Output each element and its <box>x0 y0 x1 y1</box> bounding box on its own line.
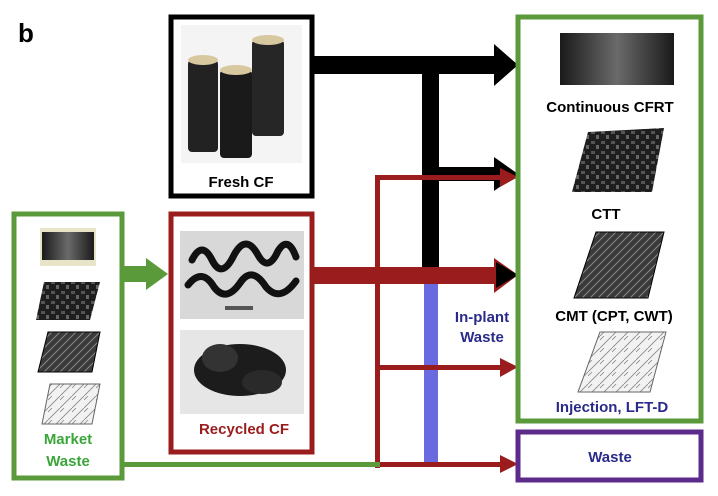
fresh-cf-label: Fresh CF <box>208 174 273 191</box>
red-vertical-line <box>375 176 380 468</box>
recycled-cf-fluffy-image <box>180 330 304 414</box>
market-waste-label-line2: Waste <box>46 453 90 470</box>
continuous-cfrt-label: Continuous CFRT <box>546 99 673 116</box>
black-arrow-head-cmt <box>496 262 518 288</box>
recycled-cf-chopped-image <box>180 231 304 319</box>
market-waste-chips-image <box>36 282 100 320</box>
black-arrow-shaft-top <box>312 56 496 74</box>
ctt-label: CTT <box>591 206 620 223</box>
panel-letter: b <box>18 18 34 48</box>
red-arrow-shaft-main <box>312 267 496 284</box>
cmt-label: CMT (CPT, CWT) <box>555 308 672 325</box>
waste-box <box>515 429 704 483</box>
red-arrowhead-waste <box>500 455 518 473</box>
in-plant-waste-label-line1: In-plant <box>455 309 509 326</box>
injection-lftd-image <box>577 331 667 393</box>
in-plant-waste-bar <box>424 279 438 465</box>
market-waste-label-line1: Market <box>44 431 92 448</box>
red-line-to-waste <box>375 462 503 467</box>
market-waste-mat-image <box>37 331 101 373</box>
market-waste-injection-image <box>41 383 101 425</box>
green-arrow-head <box>146 258 168 290</box>
red-arrowhead-injection <box>500 358 518 377</box>
red-line-to-injection <box>375 365 503 370</box>
in-plant-waste-label-line2: Waste <box>460 329 504 346</box>
injection-lftd-label: Injection, LFT-D <box>556 399 669 416</box>
green-line-to-waste <box>122 462 380 467</box>
market-waste-sheet-image <box>40 228 96 266</box>
waste-label: Waste <box>588 449 632 466</box>
black-arrow-head-top <box>494 44 518 86</box>
cmt-mat-image <box>573 231 665 299</box>
green-arrow-shaft <box>124 266 148 282</box>
red-line-to-ctt <box>375 175 503 180</box>
fresh-cf-spools-image <box>181 25 302 163</box>
recycled-cf-label: Recycled CF <box>199 421 289 438</box>
red-arrowhead-ctt <box>500 168 518 187</box>
ctt-chips-image <box>572 128 664 192</box>
continuous-cfrt-image <box>560 33 674 85</box>
